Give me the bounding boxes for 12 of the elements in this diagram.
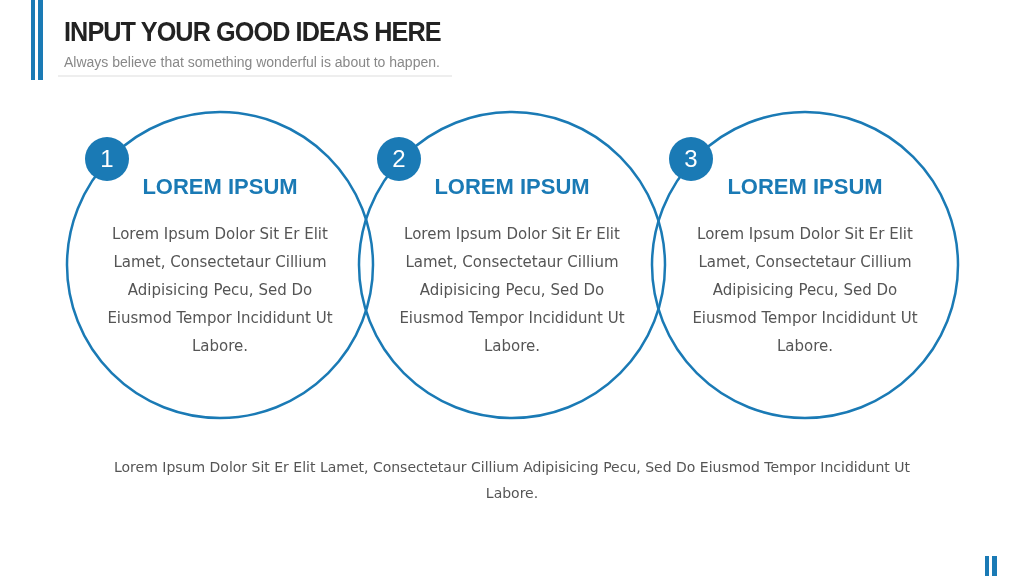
circle-body-text: Lorem Ipsum Dolor Sit Er Elit Lamet, Consectetaur Cillium Adipisicing Pecu, Sed Do Eiusmod Tempor Incididunt Ut Labore. — [691, 224, 919, 357]
circle-body-text: Lorem Ipsum Dolor Sit Er Elit Lamet, Consectetaur Cillium Adipisicing Pecu, Sed Do Eiusmod Tempor Incididunt Ut Labore. — [398, 224, 626, 357]
number-badge: 2 — [377, 137, 421, 181]
footer-text: Lorem Ipsum Dolor Sit Er Elit Lamet, Consectetaur Cillium Adipisicing Pecu, Sed Do Eiusmod Tempor Incididunt Ut Labore. — [113, 458, 911, 503]
circle-heading: LOREM IPSUM — [726, 174, 884, 200]
number-badge: 3 — [669, 137, 713, 181]
circle-heading: LOREM IPSUM — [433, 174, 591, 200]
circle-body-text: Lorem Ipsum Dolor Sit Er Elit Lamet, Consectetaur Cillium Adipisicing Pecu, Sed Do Eiusmod Tempor Incididunt Ut Labore. — [106, 224, 334, 357]
circle-heading: LOREM IPSUM — [141, 174, 299, 200]
slide-title: INPUT YOUR GOOD IDEAS HERE — [64, 16, 441, 48]
subtitle: Always believe that something wonderful is about to happen. — [64, 54, 440, 70]
number-badge: 1 — [85, 137, 129, 181]
